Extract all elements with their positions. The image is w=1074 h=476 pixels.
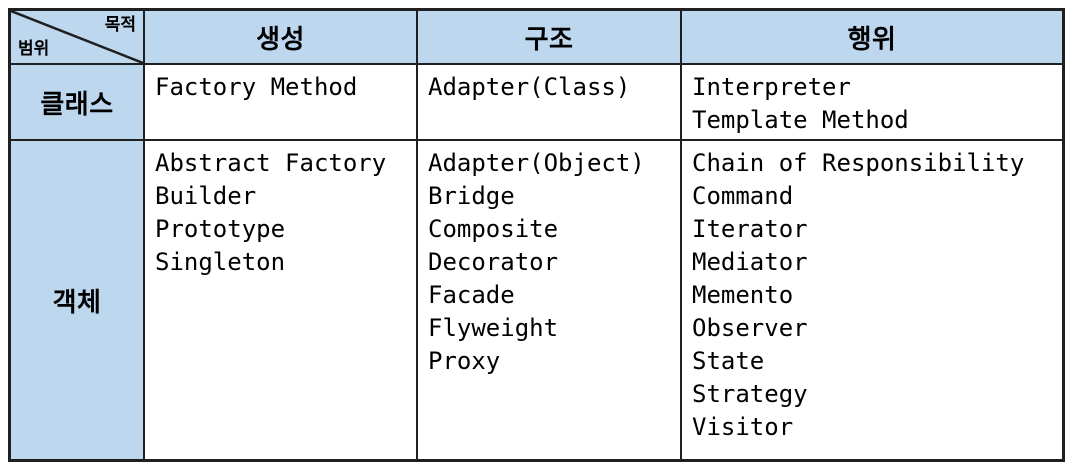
pattern-item: Memento <box>692 281 794 309</box>
header-cell-creational: 생성 <box>145 11 418 65</box>
pattern-item: Flyweight <box>428 314 559 342</box>
scope-cell-class: 클래스 <box>11 65 145 141</box>
pattern-item: Chain of Responsibility <box>692 149 1025 177</box>
pattern-item: Facade <box>428 281 515 309</box>
patterns-cell-class-structural: Adapter(Class) <box>418 65 682 141</box>
design-patterns-table: 목적 범위 생성 구조 행위 클래스 Factory Method Adapte… <box>8 8 1065 462</box>
pattern-item: Adapter(Object) <box>428 149 645 177</box>
pattern-item: Composite <box>428 215 559 243</box>
patterns-cell-class-creational: Factory Method <box>145 65 418 141</box>
pattern-item: Template Method <box>692 106 909 134</box>
pattern-item: Singleton <box>155 248 286 276</box>
pattern-item: State <box>692 347 765 375</box>
header-cell-structural: 구조 <box>418 11 682 65</box>
pattern-item: Strategy <box>692 380 808 408</box>
scope-label-object: 객체 <box>52 286 102 317</box>
pattern-item: Observer <box>692 314 808 342</box>
pattern-item: Factory Method <box>155 73 358 101</box>
pattern-item: Prototype <box>155 215 286 243</box>
diagonal-divider-line <box>11 11 143 63</box>
purpose-axis-label: 목적 <box>104 15 136 34</box>
header-label-behavioral: 행위 <box>847 23 897 54</box>
pattern-item: Mediator <box>692 248 808 276</box>
scope-label-class: 클래스 <box>40 88 114 119</box>
scope-cell-object: 객체 <box>11 141 145 459</box>
pattern-item: Builder <box>155 182 257 210</box>
pattern-item: Interpreter <box>692 73 851 101</box>
pattern-item: Visitor <box>692 413 794 441</box>
pattern-item: Bridge <box>428 182 515 210</box>
pattern-item: Abstract Factory <box>155 149 387 177</box>
scope-axis-label: 범위 <box>18 39 50 58</box>
pattern-item: Adapter(Class) <box>428 73 631 101</box>
corner-header-cell: 목적 범위 <box>11 11 145 65</box>
pattern-item: Command <box>692 182 794 210</box>
pattern-item: Iterator <box>692 215 808 243</box>
header-cell-behavioral: 행위 <box>682 11 1062 65</box>
pattern-item: Proxy <box>428 347 501 375</box>
header-label-creational: 생성 <box>256 23 305 54</box>
header-label-structural: 구조 <box>524 23 574 54</box>
pattern-item: Decorator <box>428 248 559 276</box>
